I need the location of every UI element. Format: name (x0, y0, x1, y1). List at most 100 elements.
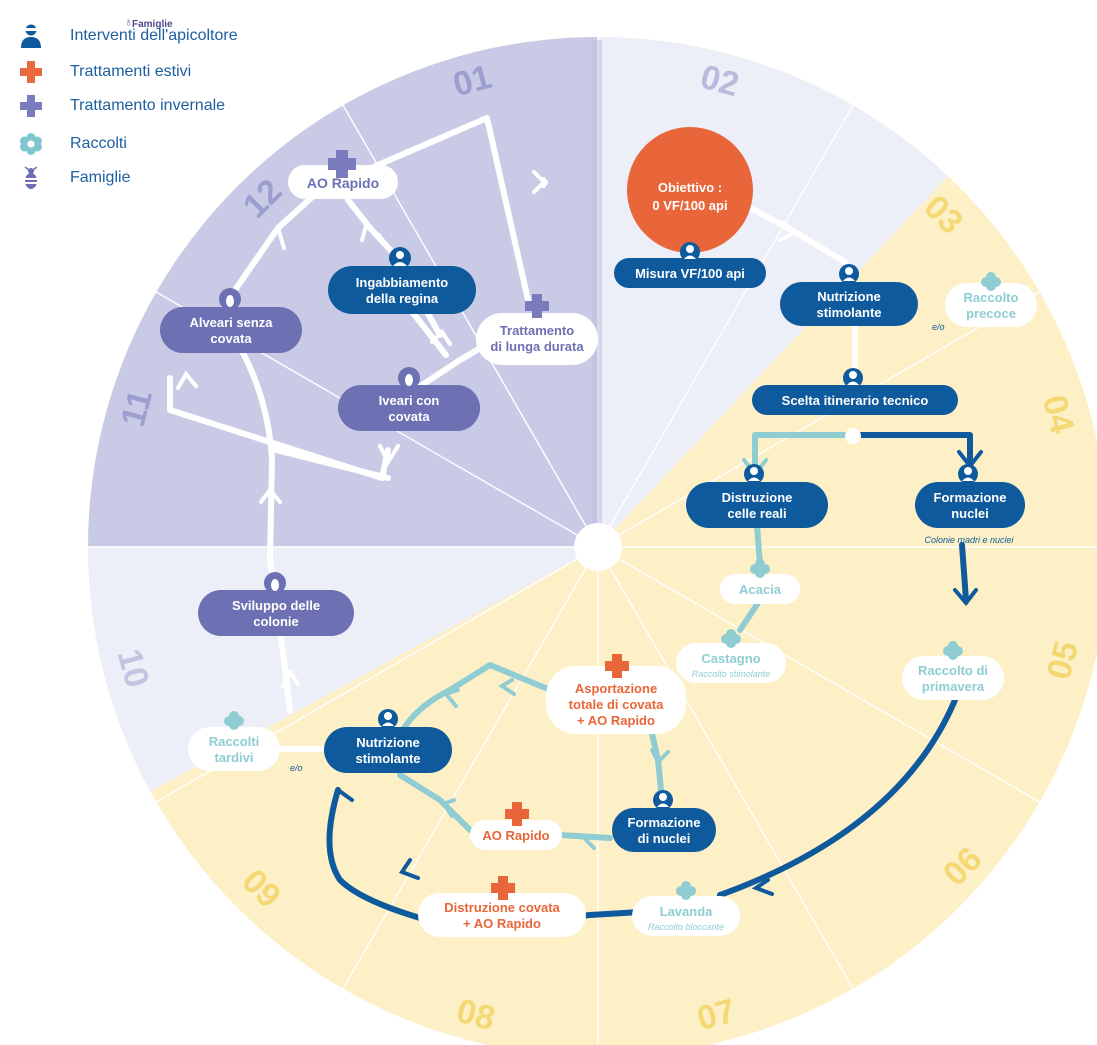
node-formazione-di-nuclei[interactable]: Formazione di nuclei (612, 790, 716, 852)
node-label: Raccolti (209, 734, 260, 749)
node-raccolto-precoce[interactable]: Raccolto precoce (945, 272, 1037, 327)
legend-label: Raccolti (70, 135, 127, 152)
node-nutrizione-top[interactable]: Nutrizione stimolante (780, 264, 918, 326)
beekeeper-icon (843, 368, 863, 388)
node-sviluppo-colonie[interactable]: Sviluppo delle colonie (198, 572, 354, 636)
node-label: Nutrizione (356, 735, 420, 750)
purple-cross-icon (328, 150, 356, 178)
legend-label: Famiglie (70, 169, 131, 186)
node-label: nuclei (951, 506, 989, 521)
node-label: Asportazione (575, 681, 657, 696)
node-misura[interactable]: Misura VF/100 api (614, 242, 766, 288)
node-scelta-itinerario[interactable]: Scelta itinerario tecnico (752, 368, 958, 415)
node-label: Formazione (628, 815, 701, 830)
overlap-label: ♁ Famiglie (124, 15, 173, 30)
node-label: primavera (922, 679, 985, 694)
purple-cross-icon (525, 294, 549, 318)
flower-icon (750, 559, 770, 578)
node-label: covata (210, 331, 252, 346)
node-label: Acacia (739, 582, 782, 597)
beekeeper-icon (744, 464, 764, 484)
orange-cross-icon (605, 654, 629, 678)
node-label: Misura VF/100 api (635, 266, 745, 281)
node-obiettivo[interactable]: Obiettivo : 0 VF/100 api (627, 127, 753, 253)
legend-item-beekeeper: Interventi dell'apicoltore (18, 24, 238, 48)
purple-cross-icon (18, 94, 44, 118)
node-label: Distruzione (722, 490, 793, 505)
winter-arrowheads (176, 170, 547, 688)
bee-icon (398, 367, 420, 389)
node-castagno[interactable]: Castagno Raccolto stimolante (676, 629, 786, 683)
node-acacia[interactable]: Acacia (720, 559, 800, 604)
legend-item-summer: Trattamenti estivi (18, 60, 191, 84)
node-label: + AO Rapido (463, 916, 541, 931)
legend-item-families: Famiglie (18, 166, 130, 190)
sector-shadow (592, 40, 602, 540)
flower-icon (721, 629, 741, 648)
node-label: Sviluppo delle (232, 598, 320, 613)
beekeeper-icon (839, 264, 859, 284)
node-label: Castagno (701, 651, 760, 666)
center-hub (574, 523, 622, 571)
node-label: precoce (966, 306, 1016, 321)
node-label: covata (388, 409, 430, 424)
node-raccolti-tardivi[interactable]: Raccolti tardivi (188, 711, 280, 771)
node-label: di nuclei (638, 831, 691, 846)
legend-item-harvest: Raccolti (18, 132, 127, 156)
lavanda-sub: Raccolto bloccante (648, 922, 724, 932)
legend-label: Trattamento invernale (70, 97, 226, 114)
node-label: Alveari senza (189, 315, 273, 330)
node-label: Iveari con (379, 393, 440, 408)
node-label: Trattamento (500, 323, 574, 338)
colonie-madri-label: Colonie madri e nuclei (924, 535, 1014, 545)
node-label: di lunga durata (490, 339, 584, 354)
node-label: Distruzione covata (444, 900, 560, 915)
node-iveari-con-covata[interactable]: Iveari con covata (338, 367, 480, 431)
node-label: Nutrizione (817, 289, 881, 304)
beekeeper-icon (653, 790, 673, 810)
eo-label-top: e/o (932, 322, 945, 332)
flower-icon (18, 132, 44, 156)
node-label: Raccolto di (918, 663, 988, 678)
node-distruzione-covata[interactable]: Distruzione covata + AO Rapido (418, 876, 586, 937)
node-alveari-senza-covata[interactable]: Alveari senza covata (160, 288, 302, 353)
flower-icon (943, 641, 963, 660)
bee-icon (264, 572, 286, 594)
node-asportazione[interactable]: Asportazione totale di covata + AO Rapid… (546, 654, 686, 734)
node-label: colonie (253, 614, 299, 629)
node-ao-rapido-mid[interactable]: AO Rapido (470, 802, 562, 850)
node-label: Lavanda (660, 904, 714, 919)
node-label: celle reali (727, 506, 786, 521)
summer-arrowheads (332, 220, 983, 896)
flower-icon (981, 272, 1001, 291)
node-formazione-nuclei[interactable]: Formazione nuclei (915, 464, 1025, 528)
node-label: AO Rapido (482, 828, 549, 843)
beekeeper-icon (958, 464, 978, 484)
chevron-right-icon: › (540, 165, 549, 196)
node-label: Formazione (934, 490, 1007, 505)
legend-item-winter: Trattamento invernale (18, 94, 225, 118)
node-raccolto-primavera[interactable]: Raccolto di primavera (902, 641, 1004, 700)
node-label: stimolante (816, 305, 881, 320)
node-label: stimolante (355, 751, 420, 766)
orange-cross-icon (18, 60, 44, 84)
node-label: Ingabbiamento (356, 275, 449, 290)
node-ao-rapido-top[interactable]: AO Rapido (288, 150, 398, 199)
legend-label: Trattamenti estivi (70, 63, 192, 80)
node-label: tardivi (214, 750, 253, 765)
orange-cross-icon (505, 802, 529, 826)
node-lavanda[interactable]: Lavanda Raccolto bloccante (632, 881, 740, 936)
node-label: Raccolto (964, 290, 1019, 305)
eo-label-bottom: e/o (290, 763, 303, 773)
node-ingabbiamento[interactable]: Ingabbiamento della regina (328, 247, 476, 314)
bee-icon (18, 166, 44, 190)
node-label: totale di covata (569, 697, 664, 712)
node-trattamento-lunga-durata[interactable]: Trattamento di lunga durata (476, 294, 598, 365)
node-nutrizione-bottom[interactable]: Nutrizione stimolante (324, 709, 452, 773)
flower-icon (676, 881, 696, 900)
node-label: Obiettivo : (658, 180, 722, 195)
beekeeper-icon (378, 709, 398, 729)
node-distruzione-celle[interactable]: Distruzione celle reali (686, 464, 828, 528)
branch-node (845, 428, 861, 444)
